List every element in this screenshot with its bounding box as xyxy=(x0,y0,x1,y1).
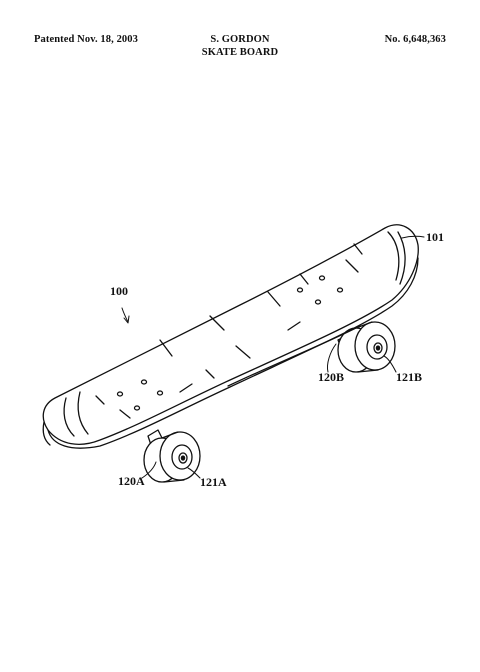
patent-date: Patented Nov. 18, 2003 xyxy=(34,34,138,45)
inventor-name: S. GORDON xyxy=(210,34,270,45)
rear-wheel xyxy=(337,321,396,373)
label-rear-wheel: 121B xyxy=(396,370,422,384)
label-front-truck: 120A xyxy=(118,474,145,488)
label-front-wheel: 121A xyxy=(200,475,227,489)
front-wheel xyxy=(143,431,201,483)
patent-number: No. 6,648,363 xyxy=(384,34,446,45)
label-deck: 101 xyxy=(426,230,444,244)
label-assembly: 100 xyxy=(110,284,128,298)
label-rear-truck: 120B xyxy=(318,370,344,384)
patent-title: SKATE BOARD xyxy=(201,47,279,58)
bolt-holes xyxy=(116,275,344,411)
leader-lines xyxy=(121,235,425,479)
